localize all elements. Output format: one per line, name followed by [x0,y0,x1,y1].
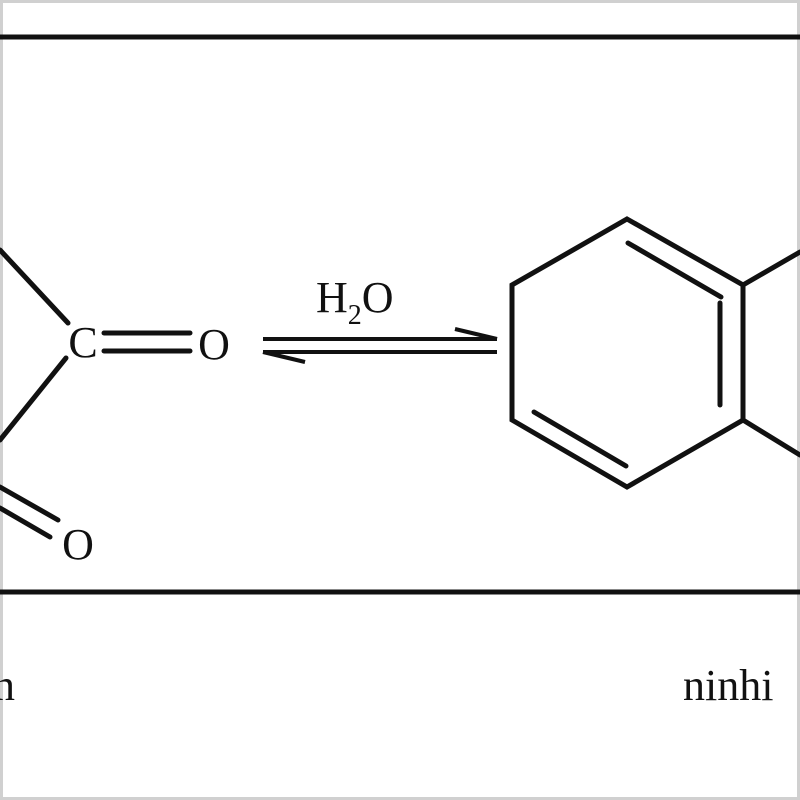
condition-subscript: 2 [348,300,362,331]
bond-upper-to-carbonyl [0,247,71,326]
oxygen-lower-label: O [62,520,94,569]
bond-carbonyl-to-lower [0,355,69,443]
condition-h: H [316,273,348,322]
benzene-hexagon [509,216,746,490]
equilibrium-arrows [262,327,498,364]
lower-double-bond-b [0,505,53,540]
right-molecule-benzene-ring [509,216,800,490]
inner-double-bond-bottom [531,409,629,469]
oxygen-right-label: O [198,320,230,369]
lower-double-bond-a [0,484,61,523]
caption-right: ninhi [683,661,773,710]
condition-o: O [362,273,394,322]
caption-left: n [0,661,15,710]
carbonyl-carbon-label: C [68,318,97,367]
fused-ring-bond-upper [740,249,800,288]
reaction-condition-water: H2O [316,273,394,331]
forward-arrow-head [454,327,498,341]
left-molecule-fragment: C O O [0,247,230,569]
fused-ring-bond-lower [740,417,800,458]
reverse-arrow-head [262,350,306,364]
inner-double-bond-top [625,240,724,300]
